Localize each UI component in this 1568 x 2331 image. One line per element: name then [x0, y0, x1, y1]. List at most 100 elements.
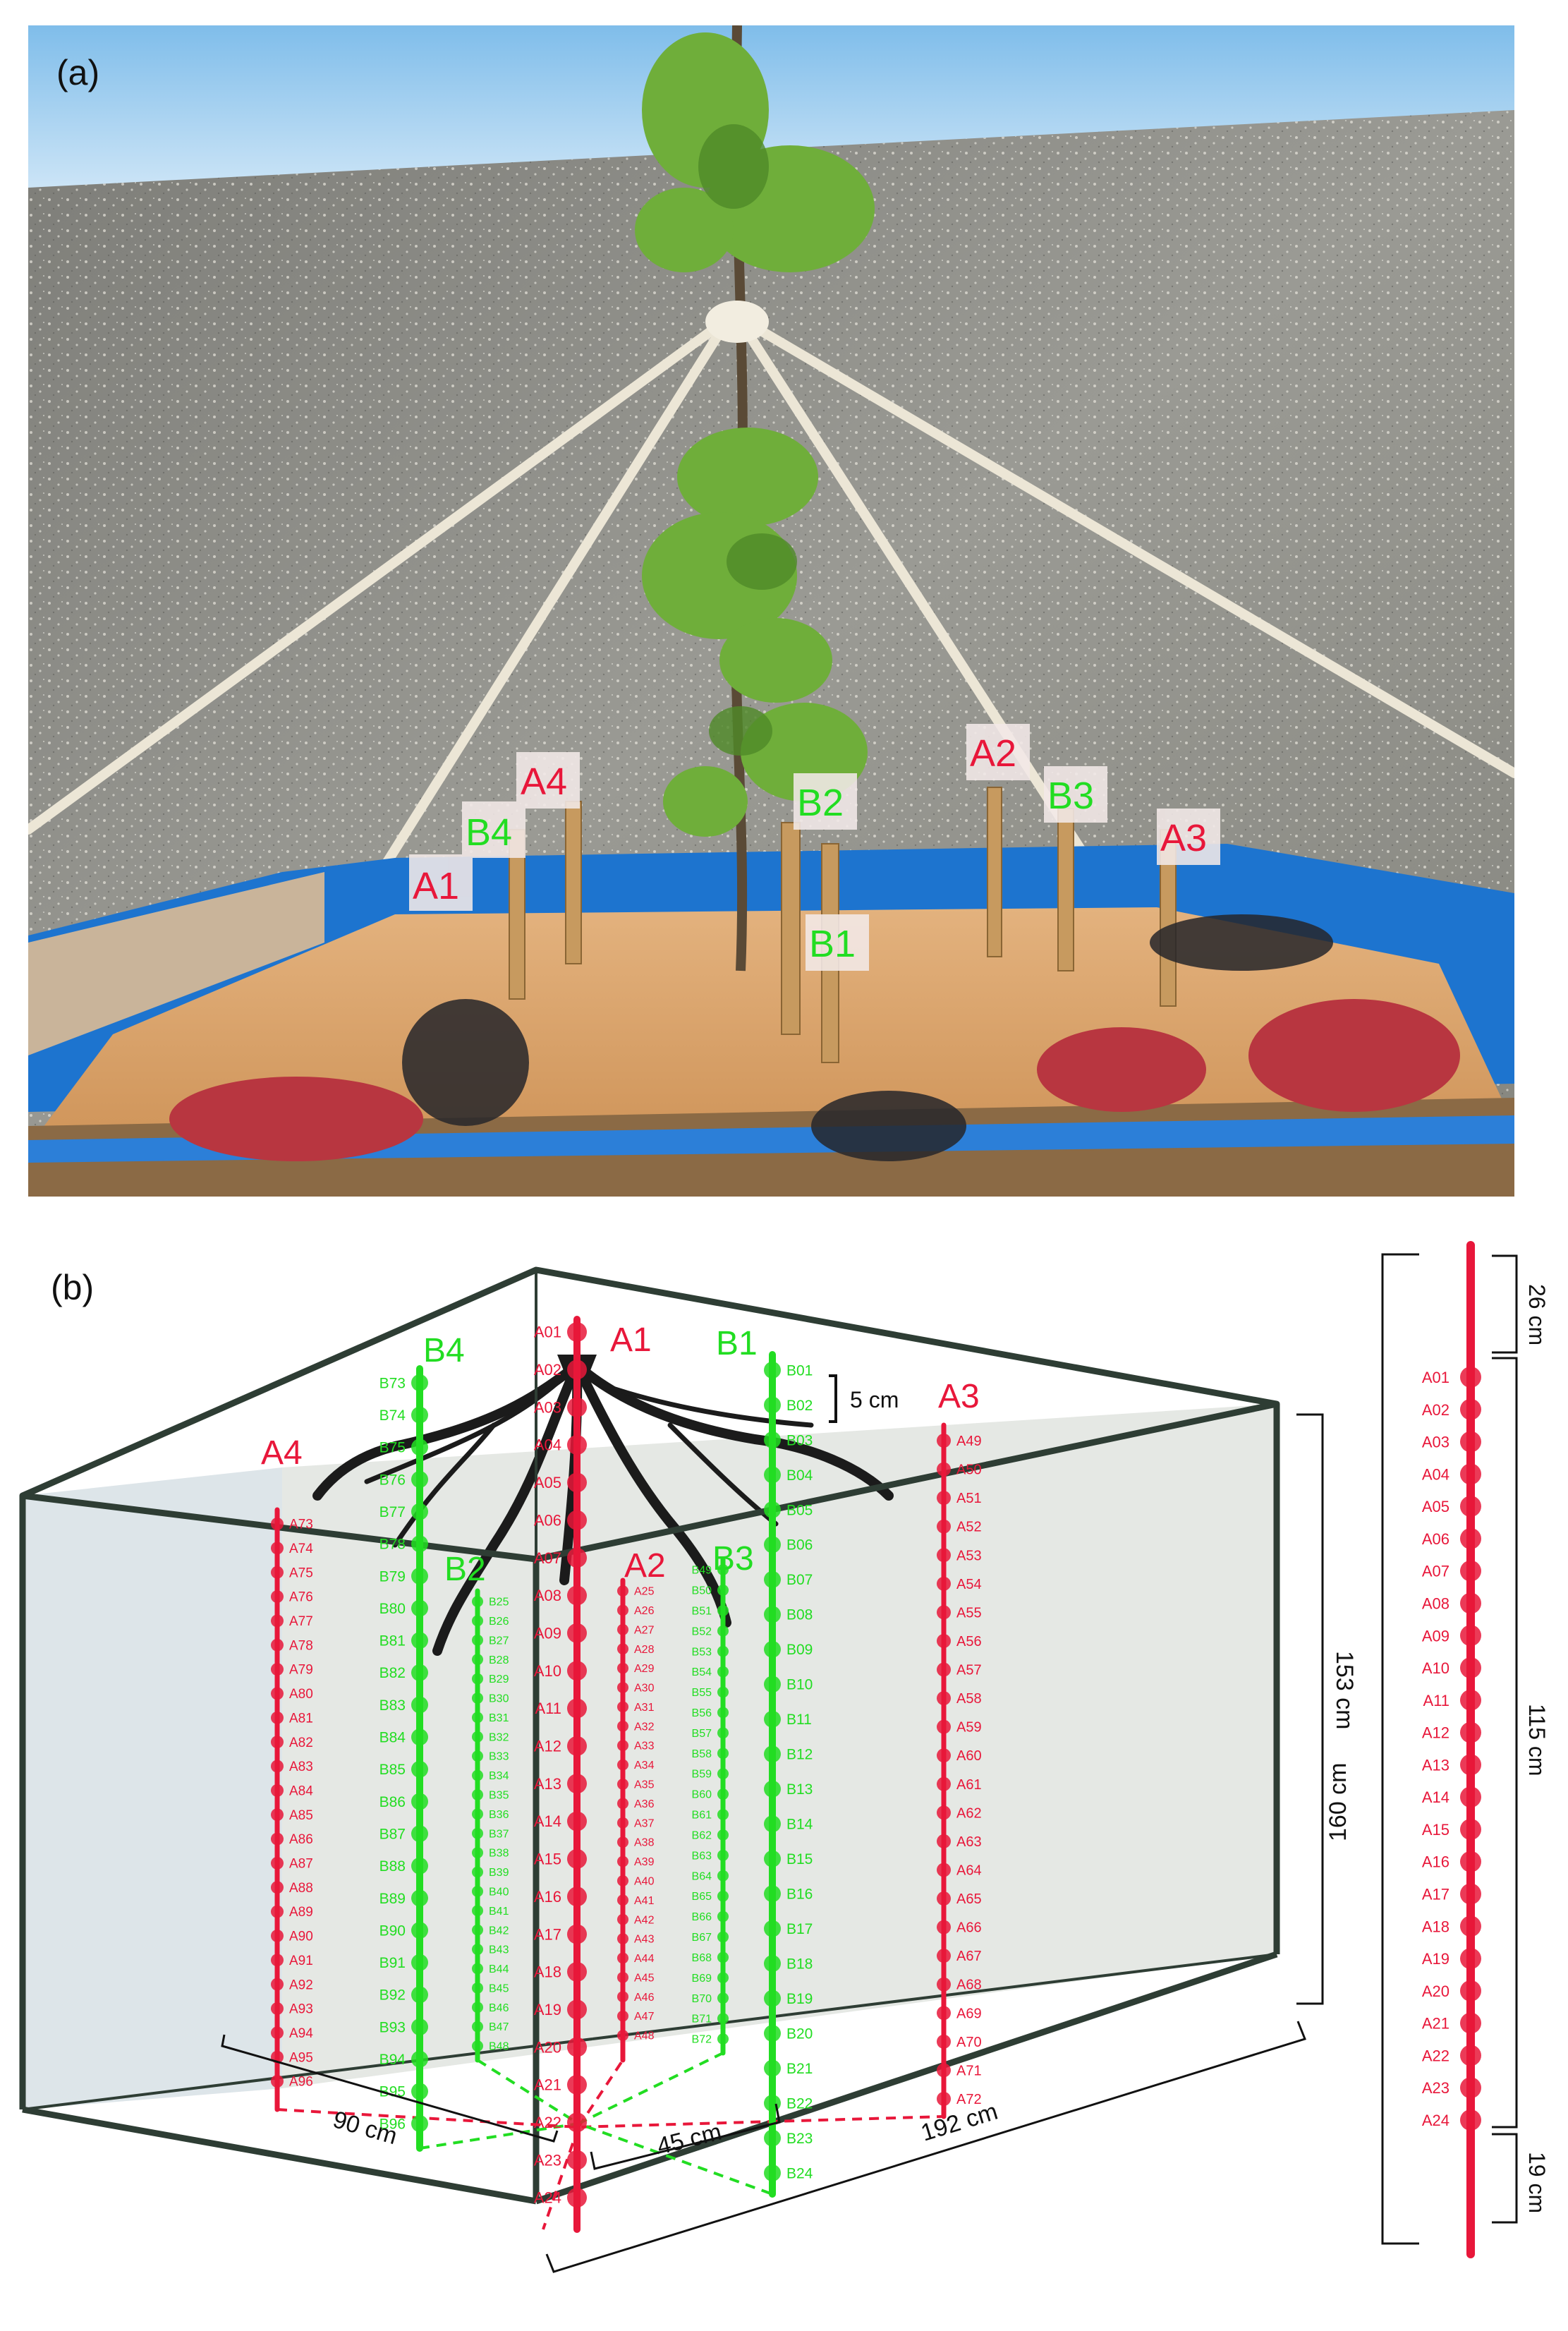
experiment-photo: A4 B4 A1 B2 B1 A2 B3 A3 (a)	[28, 25, 1514, 1197]
sensor-label: B69	[692, 1973, 712, 1985]
sensor-label: A20	[534, 2038, 561, 2056]
sensor-dot	[472, 1692, 483, 1704]
sensor-dot	[567, 1397, 587, 1417]
sensor-label: A15	[534, 1851, 561, 1868]
sensor-label: B59	[692, 1769, 712, 1781]
sensor-dot	[717, 1564, 729, 1575]
sensor-label: A92	[289, 1978, 313, 1992]
sensor-dot	[937, 2006, 951, 2021]
detail-sensor-label: A16	[1422, 1853, 1450, 1871]
sensor-dot	[271, 2002, 284, 2015]
sensor-label: A19	[534, 2001, 561, 2018]
sensor-dot	[717, 1666, 729, 1678]
detail-sensor-label: A06	[1422, 1530, 1450, 1548]
sensor-label: B12	[786, 1747, 813, 1763]
detail-sensor-dot	[1460, 1560, 1481, 1582]
detail-sensor-dot	[1460, 1915, 1481, 1937]
sensor-dot	[472, 2040, 483, 2052]
sensor-dot	[717, 1727, 729, 1739]
root-branch	[432, 1360, 582, 1656]
sensor-dot	[617, 1662, 628, 1674]
sensor-label: B90	[379, 1923, 406, 1939]
sensor-label: A76	[289, 1590, 313, 1605]
sensor-label: A93	[289, 2002, 313, 2017]
sensor-label: B65	[692, 1891, 712, 1903]
sensor-dot	[411, 1439, 428, 1456]
sensor-dot	[411, 2115, 428, 2132]
sensor-label: A11	[535, 1700, 561, 1717]
sensor-dot	[411, 1503, 428, 1520]
sensor-label: B39	[489, 1867, 509, 1879]
sensor-dot	[271, 1905, 284, 1918]
sensor-dot	[717, 1972, 729, 1984]
sensor-dot	[411, 2018, 428, 2036]
sensor-dot	[472, 2002, 483, 2014]
sensor-label: B24	[786, 2165, 813, 2181]
sensor-dot	[271, 1784, 284, 1797]
sensor-dot	[764, 1466, 781, 1484]
sensor-label: A40	[634, 1875, 655, 1887]
sensor-label: A87	[289, 1857, 313, 1872]
detail-sensor-label: A22	[1422, 2047, 1450, 2064]
sensor-dot	[764, 1885, 781, 1903]
sensor-dot	[567, 1360, 587, 1380]
sensor-label: B49	[692, 1565, 712, 1577]
sensor-dot	[764, 1606, 781, 1623]
sensor-dot	[567, 2150, 587, 2170]
sensor-dot	[472, 1712, 483, 1724]
a-probe-connection	[577, 2059, 624, 2129]
sensor-dot	[617, 1585, 628, 1597]
sensor-dot	[937, 1434, 951, 1448]
sensor-label: A22	[534, 2114, 561, 2131]
detail-sensor-label: A12	[1422, 1724, 1450, 1742]
sensor-dot	[567, 1510, 587, 1530]
sensor-label: B93	[379, 2019, 406, 2035]
sensor-label: A65	[956, 1891, 982, 1907]
sensor-label: A37	[634, 1817, 655, 1829]
sensor-dot	[472, 1615, 483, 1627]
sensor-dot	[617, 1836, 628, 1848]
sensor-dot	[411, 1889, 428, 1907]
sensor-label: A80	[289, 1687, 313, 1702]
detail-sensor-label: A13	[1422, 1756, 1450, 1774]
root-system	[312, 1355, 894, 1656]
sensor-dot	[271, 2026, 284, 2040]
sensor-label: B74	[379, 1407, 406, 1424]
sensor-dot	[472, 1634, 483, 1646]
sensor-dot	[411, 1406, 428, 1424]
sensor-label: B03	[786, 1432, 813, 1448]
sensor-label: B86	[379, 1794, 406, 1810]
sensor-dot	[271, 1638, 284, 1652]
sensor-dot	[937, 2092, 951, 2106]
sensor-label: B70	[692, 1993, 712, 2005]
sensor-dot	[567, 2074, 587, 2095]
sign-A2: A2	[970, 732, 1016, 775]
sensor-dot	[472, 2021, 483, 2033]
probe-title-A2: A2	[624, 1547, 666, 1585]
sensor-label: B47	[489, 2021, 509, 2033]
sensor-dot	[764, 2059, 781, 2077]
sensor-dot	[271, 1566, 284, 1579]
sensor-label: B04	[786, 1467, 813, 1484]
sensor-label: B15	[786, 1851, 813, 1867]
sensor-dot	[717, 1890, 729, 1902]
sensor-dot	[937, 1719, 951, 1734]
detail-bottom-label: 19 cm	[1524, 2152, 1550, 2213]
sensor-label: A07	[534, 1549, 561, 1567]
sensor-label: A24	[534, 2189, 561, 2207]
sensor-dot	[617, 1894, 628, 1906]
sensor-label: A79	[289, 1663, 313, 1678]
sensor-label: A49	[956, 1434, 982, 1449]
sensor-dot	[271, 1590, 284, 1604]
detail-sensor-dot	[1460, 1398, 1481, 1420]
detail-sensor-label: A20	[1422, 1982, 1450, 2000]
panel-b-label: (b)	[51, 1268, 95, 1307]
sensor-label: A77	[289, 1614, 313, 1629]
sensor-dot	[271, 1881, 284, 1894]
sensor-label: A60	[956, 1748, 982, 1764]
sensor-dot	[567, 1623, 587, 1643]
sensor-dot	[764, 2025, 781, 2042]
sensor-label: A56	[956, 1634, 982, 1649]
sensor-dot	[764, 1396, 781, 1414]
sensor-dot	[567, 1548, 587, 1568]
